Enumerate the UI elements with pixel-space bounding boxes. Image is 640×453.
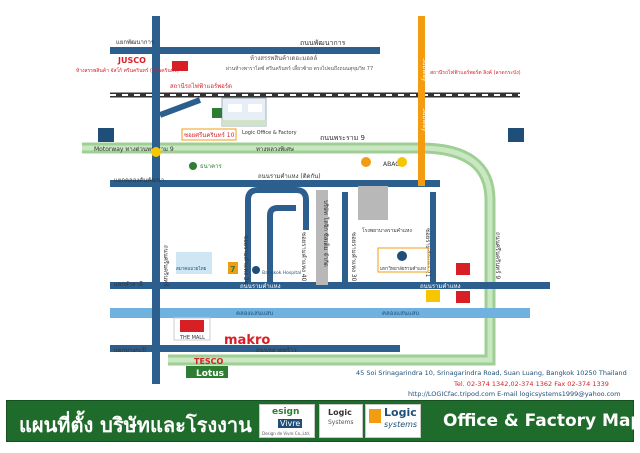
label-north-desc-2: ผ่านห้างพาราไดซ์ ศรีนครินทร์ เลี้ยวซ้าย … xyxy=(226,63,373,72)
label-jusco: JUSCO xyxy=(117,56,146,65)
label-abac: ABAC xyxy=(383,161,399,168)
label-soi-rk-3: ซอยรามคำแหง 30 xyxy=(350,232,357,282)
soi-loop-2 xyxy=(267,205,296,285)
rama9-road xyxy=(82,142,496,366)
label-the-mall: THE MALL xyxy=(179,335,205,341)
logic-building xyxy=(221,97,267,127)
footer-banner: แผนที่ตั้ง บริษัทและโรงงาน esign Vivre D… xyxy=(6,400,640,442)
mall-icon xyxy=(456,263,470,275)
label-junction-left: แยกลำสาลี xyxy=(114,280,143,288)
label-seven: 7 xyxy=(230,265,236,274)
label-junction-bottom: แยกบางกะปิ xyxy=(114,347,146,354)
bangkok-hospital-icon xyxy=(252,266,260,274)
address: 45 Soi Srinagarindra 10, Srinagarindra R… xyxy=(356,369,627,377)
logo1-a: esign xyxy=(272,407,300,417)
label-ladprao: ถนนหลาดพร้าว xyxy=(256,347,297,354)
label-bank: ธนาคาร xyxy=(200,163,223,170)
company-road xyxy=(316,190,328,285)
label-rk-road: ถนนรามคำแหง (ติดกัน) xyxy=(258,173,321,180)
label-rama9-left: Motorway ทางด่วนพระราม 9 xyxy=(94,146,174,153)
footer-title-english: Office & Factory Map xyxy=(443,411,640,431)
soi-sign-icon xyxy=(212,108,222,118)
label-tesco: TESCO xyxy=(194,357,224,366)
label-khlong-left: คลองแสนแสบ xyxy=(236,310,273,317)
road-srinagarindra xyxy=(152,16,160,384)
road-ramkhamhaeng-2 xyxy=(110,282,550,289)
c-icon xyxy=(426,290,440,302)
airport-link-road xyxy=(158,97,202,118)
label-rk-road-3: ถนนรามคำแหง xyxy=(240,283,281,290)
label-airport-link: สถานีรถไฟฟ้าแอร์พอร์ต ลิงค์ (ลาดกระบัง) xyxy=(430,69,521,76)
logo3: Logic xyxy=(384,406,417,419)
label-subway: Subway xyxy=(421,58,428,82)
label-soi-rk-2: ซอยรามคำแหง 40 xyxy=(300,232,307,282)
road-khlong xyxy=(110,308,530,318)
label-junction-mid: แยกคลองตันพัฒนา xyxy=(114,177,164,184)
label-hospital-2: สมาคมมวยไทย xyxy=(176,266,207,272)
motorway-icon-2 xyxy=(508,128,524,142)
soi-rk-3-road xyxy=(342,192,348,285)
label-lotus: Lotus xyxy=(196,369,224,379)
subway-line xyxy=(418,16,425,186)
road-top-left xyxy=(110,47,170,54)
logo2-sub: Systems xyxy=(328,419,354,426)
label-subway-2: Subway xyxy=(421,108,428,132)
label-makro: makro xyxy=(224,333,270,348)
label-rama9: ถนนพระราม 9 xyxy=(320,134,365,142)
label-univ: มหาวิทยาลัยรามคำแหง xyxy=(380,265,426,272)
road-pattanakarn xyxy=(110,47,380,54)
tel: Tel. 02-374 1342,02-374 1362 Fax 02-374 … xyxy=(453,380,609,388)
bank-icon xyxy=(189,162,197,170)
logo1-b: Vivre xyxy=(278,419,303,428)
label-expressway: ทางหลวงพิเศษ xyxy=(256,146,294,153)
label-airport-link-short: สถานีรถไฟฟ้าแอร์พอร์ต xyxy=(170,82,232,90)
label-srinagarindra: ถนนศรีนครินทร์ xyxy=(162,245,170,287)
label-jusco-desc: ห้างสรรพสินค้า จัสโก้ ศรีนครินทร์ (ศรีนค… xyxy=(76,67,179,74)
grey-building xyxy=(358,186,388,220)
label-road-top-left: แยกพัฒนาการ xyxy=(116,39,155,46)
mall-icon-2 xyxy=(456,291,470,303)
soi-loop-1 xyxy=(245,187,309,285)
the-mall-logo xyxy=(180,320,204,332)
label-bangkok-hospital: Bangkok Hospital xyxy=(262,270,301,276)
road-ramkhamhaeng xyxy=(110,180,440,187)
label-srinagarindra-9: ถนนศรีนครินทร์ 9 xyxy=(494,232,502,279)
road-ladprao xyxy=(110,345,400,352)
motorway-icon xyxy=(98,128,114,142)
label-rk-road-2: ถนนรามคำแหง xyxy=(420,283,461,290)
logo-design-de-vivre: esign Vivre Design de Vivre Co.,Ltd. xyxy=(259,404,315,438)
hospital-box xyxy=(176,252,212,274)
logo-logic-systems-2: Logic systems xyxy=(365,404,421,438)
logo3-icon xyxy=(369,409,381,423)
shell-icon-2 xyxy=(151,147,161,157)
label-soi-sign: ซอยศรีนครินทร์ 10 xyxy=(184,131,235,139)
abac-icon xyxy=(361,157,371,167)
jusco-icon xyxy=(172,61,188,71)
shell-icon xyxy=(397,157,407,167)
logo2: Logic xyxy=(328,408,352,417)
lotus-box xyxy=(186,366,228,378)
soi-rk-4-road xyxy=(430,192,436,285)
label-hospital: โรงพยาบาลรามคำแหง xyxy=(362,227,412,234)
soi-sign xyxy=(181,128,237,141)
footer-title-thai: แผนที่ตั้ง บริษัทและโรงงาน xyxy=(19,413,252,437)
seven-eleven-icon xyxy=(228,262,238,274)
label-road-top: ถนนพัฒนาการ xyxy=(300,39,346,47)
logo1-sub: Design de Vivre Co.,Ltd. xyxy=(262,431,311,436)
logo3-b: systems xyxy=(384,420,418,429)
label-soi-rk-1: ซอยรามคำแหง 24 xyxy=(242,235,249,285)
web: http://LOGICfac.tripod.com E-mail logics… xyxy=(408,390,621,398)
label-north-desc: ห้างสรรพสินค้าเดอะมอลล์ xyxy=(250,54,317,62)
label-company: บริษัท โลจิก ซิสเต็ม จำกัด xyxy=(322,200,331,267)
logo-logic-systems-1: Logic Systems xyxy=(319,404,363,438)
label-logic-office: Logic Office & Factory xyxy=(242,130,297,136)
univ-icon xyxy=(397,251,407,261)
label-khlong-right: คลองแสนแสบ xyxy=(382,310,419,317)
